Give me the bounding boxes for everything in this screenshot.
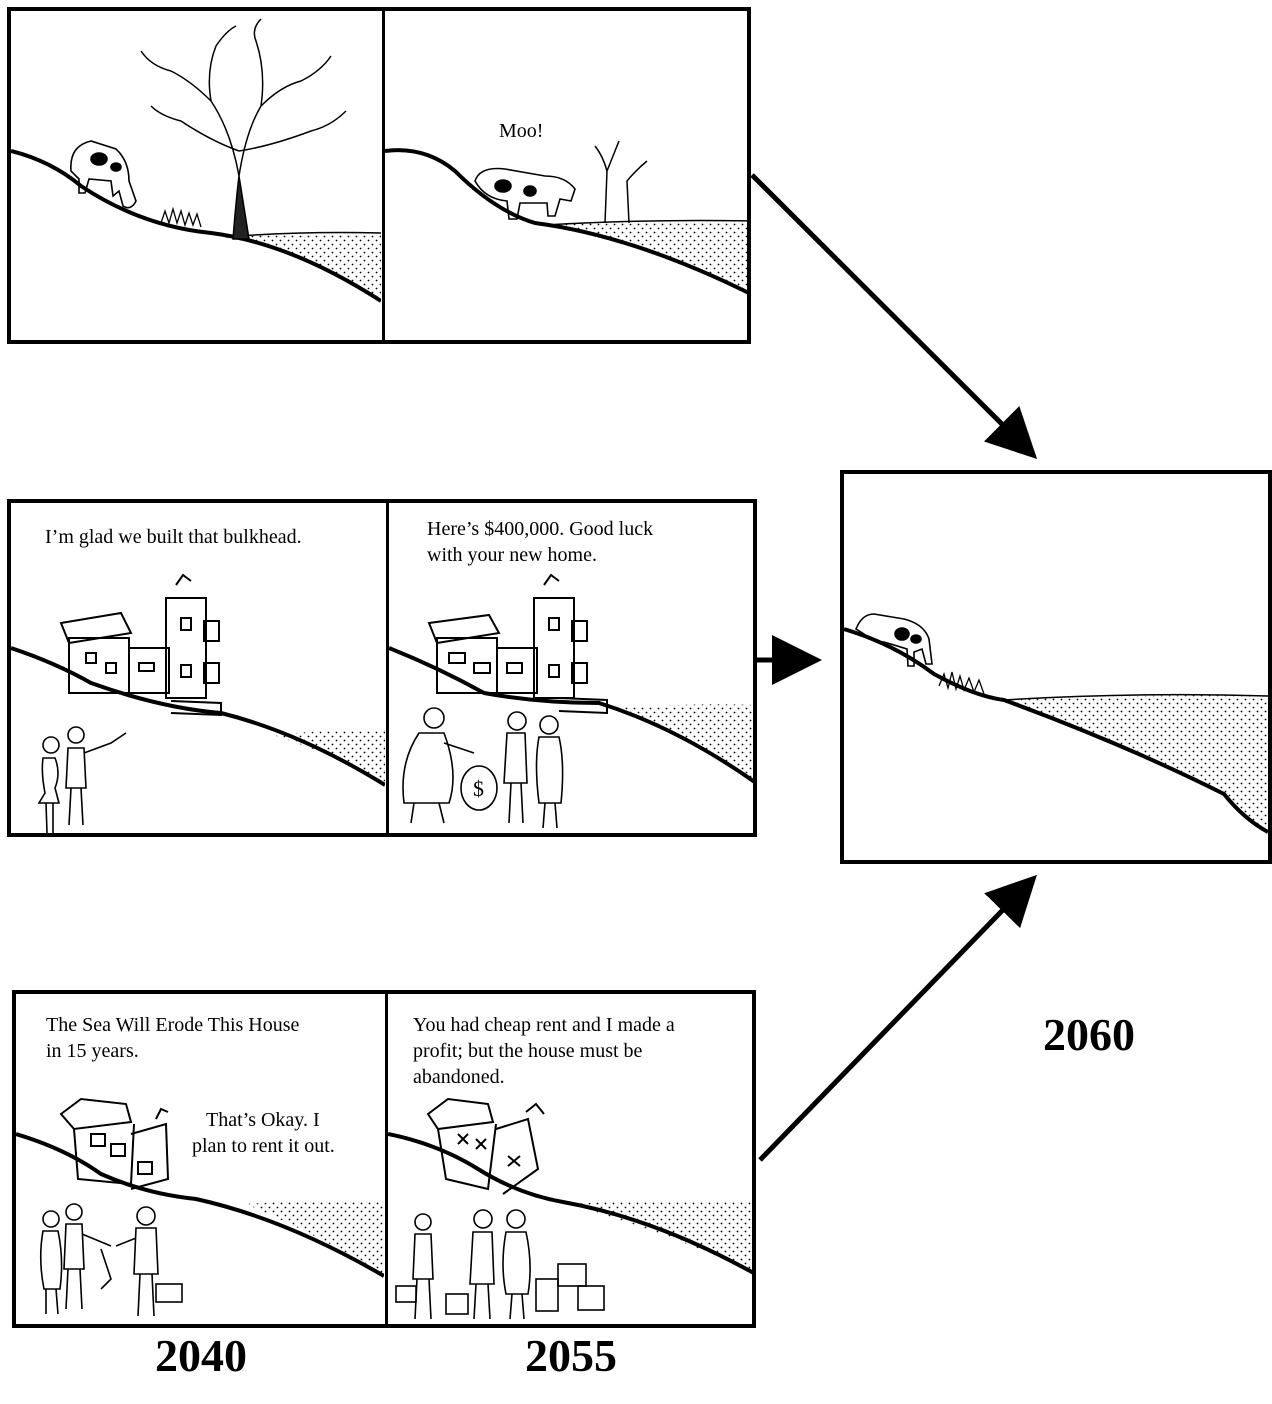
tree-stump-drawing [594,140,648,224]
comic-row-top: Moo! [7,7,751,344]
erosion-caption-line1: The Sea Will Erode This House [46,1014,300,1036]
hillside [844,627,1268,834]
bulkhead [170,700,222,717]
result-panel [840,470,1272,864]
scene-result [844,613,1268,834]
departing-people-drawing [395,1209,605,1320]
sea-water [246,1200,384,1274]
hillside [388,1132,752,1275]
buyer-and-couple-drawing: $ [402,707,564,829]
arrow-top-to-result [750,173,1038,460]
abandon-caption-line2: profit; but the house must be [413,1040,643,1062]
scene-middle-right: Here’s $400,000. Good luck with your new… [389,518,753,829]
moo-caption: Moo! [499,120,543,142]
hillside [11,149,381,303]
scene-bottom-left: The Sea Will Erode This House in 15 year… [16,1014,384,1317]
comic-row-bottom: The Sea Will Erode This House in 15 year… [12,990,756,1328]
scene-middle-left: I’m glad we built that bulkhead. [11,526,385,833]
abandon-caption-line3: abandoned. [413,1066,505,1088]
hillside [389,646,753,784]
handshake-people-drawing [39,1203,183,1317]
panel-divider [385,994,388,1324]
house-drawing [59,573,220,699]
sea-water [226,233,381,301]
money-bag-label: $ [473,776,484,801]
abandon-caption-line1: You had cheap rent and I made a [413,1014,675,1036]
bulkhead [558,697,608,715]
shore-grass [160,206,202,228]
panel-divider [382,11,385,340]
comic-row-middle: I’m glad we built that bulkhead. [7,499,757,837]
sea-water [545,221,747,292]
sale-caption-line1: Here’s $400,000. Good luck [427,518,653,540]
scene-top-left [11,18,381,303]
year-label-2040: 2040 [155,1330,247,1381]
cow-drawing [70,140,137,209]
hillside [385,148,747,295]
cow-drawing [855,613,933,667]
house-drawing [427,573,588,699]
arrow-bottom-to-result [758,874,1037,1162]
rent-reply-line2: plan to rent it out. [192,1135,335,1157]
hillside [11,646,385,787]
scene-top-right: Moo! [385,120,747,295]
scene-bottom-right: You had cheap rent and I made a profit; … [388,1014,752,1320]
hillside [16,1132,384,1278]
sea-water [273,730,385,783]
panel-divider [386,503,389,833]
couple-drawing [37,726,127,833]
year-label-2055: 2055 [525,1330,617,1381]
year-label-2060: 2060 [1043,1009,1135,1060]
erosion-caption-line2: in 15 years. [46,1040,139,1062]
shore-grass [938,671,985,695]
cow-drawing [474,167,576,220]
sea-water [568,1200,752,1271]
dead-tree-drawing [140,18,347,240]
bulkhead-caption: I’m glad we built that bulkhead. [45,526,302,548]
collapsing-house-drawing [426,1097,545,1195]
sea-water [1004,695,1268,832]
rent-reply-line1: That’s Okay. I [206,1109,320,1131]
sale-caption-line2: with your new home. [427,544,597,566]
leaning-house-drawing [59,1097,170,1190]
